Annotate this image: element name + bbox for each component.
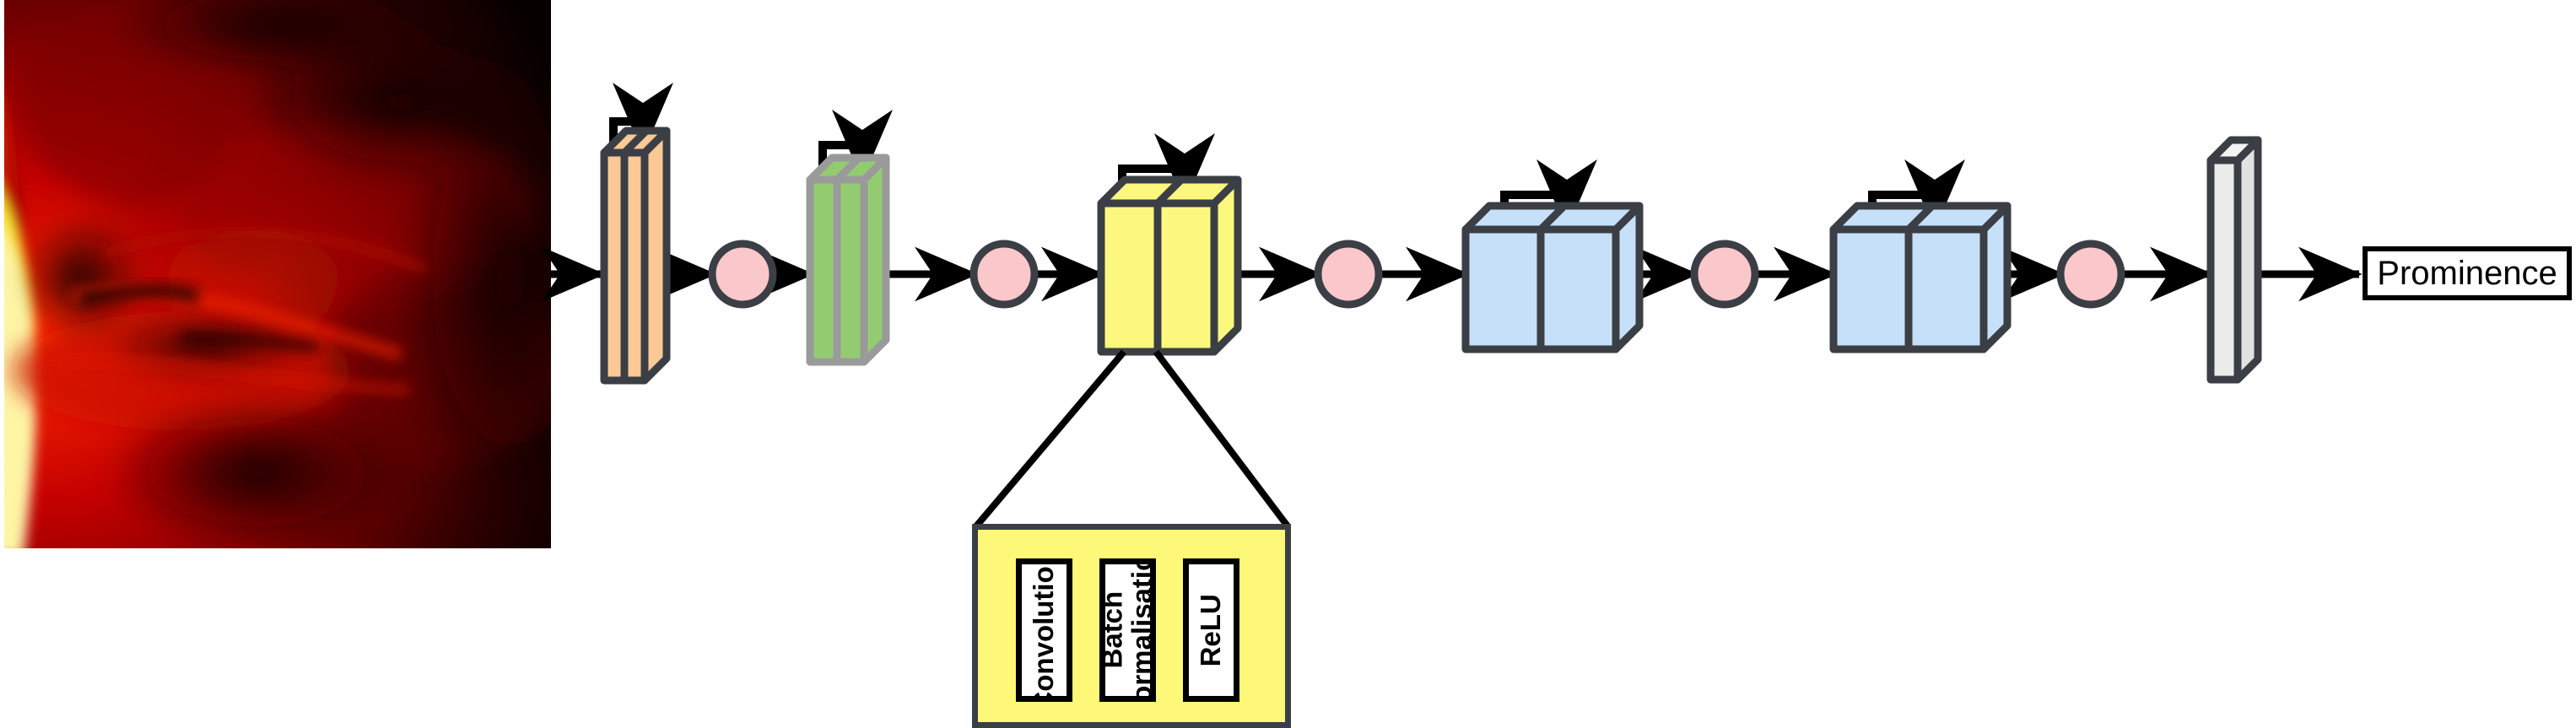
skip-connection-arrow-3 — [1118, 133, 1215, 205]
conv-block-3 — [1097, 133, 1242, 356]
expansion-item-batch-normalisation: Batch Normalisation — [1099, 558, 1156, 702]
leader-line-right — [1153, 349, 1292, 530]
conv-block-4 — [1461, 159, 1644, 353]
conv-block-1 — [600, 83, 673, 385]
skip-connection-arrow-2 — [818, 110, 893, 181]
conv-block-2 — [806, 110, 893, 366]
output-label-text: Prominence — [2377, 254, 2557, 292]
skip-connection-arrow-4 — [1500, 159, 1597, 231]
skip-connection-arrow-5 — [1868, 159, 1965, 231]
input-solar-image — [4, 0, 551, 548]
activation-circle-5 — [2056, 240, 2125, 309]
activation-circle-4 — [1690, 240, 1759, 309]
expansion-leader-lines — [972, 349, 1292, 530]
conv-block-expansion-panel: Convolution Batch Normalisation ReLU — [972, 524, 1291, 728]
expansion-item-relu: ReLU — [1183, 558, 1239, 702]
dense-slab-block — [2206, 136, 2262, 384]
expansion-item-convolution: Convolution — [1016, 558, 1072, 702]
leader-line-left — [972, 349, 1127, 530]
expansion-item-batch-normalisation-label: Batch Normalisation — [1099, 558, 1156, 702]
activation-circle-2 — [969, 240, 1039, 309]
expansion-item-convolution-label: Convolution — [1028, 558, 1060, 702]
activation-circle-3 — [1314, 240, 1383, 309]
output-label-box: Prominence — [2363, 246, 2572, 300]
skip-connection-arrow-1 — [609, 83, 673, 154]
conv-block-5 — [1829, 159, 2012, 353]
expansion-item-relu-label: ReLU — [1195, 593, 1227, 667]
activation-circle-1 — [708, 240, 777, 309]
